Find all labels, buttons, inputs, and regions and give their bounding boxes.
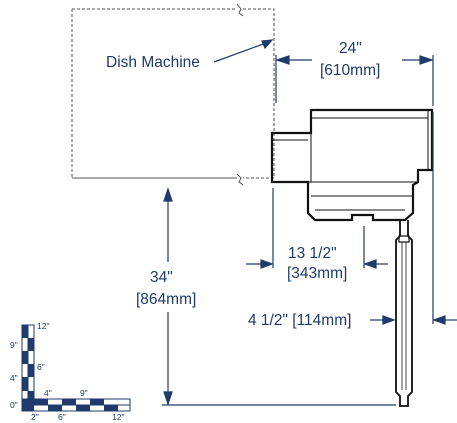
scale-legend: 12" 9" 6" 4" 0" 2" 4" 6" 9" 12"	[10, 321, 131, 422]
height-mm-label: [864mm]	[136, 291, 196, 308]
drain-pipe	[395, 220, 413, 407]
scale-h-12: 12"	[112, 412, 124, 422]
scale-v-9: 9"	[10, 340, 18, 350]
machine-label: Dish Machine	[106, 54, 200, 71]
scale-v-6: 6"	[37, 362, 45, 372]
height-inches-label: 34"	[150, 269, 173, 286]
vertical-scale-bar	[21, 324, 35, 406]
sink-table	[270, 108, 434, 222]
break-marks	[236, 3, 244, 186]
offset-mm-label: [343mm]	[287, 265, 347, 282]
width-mm-label: [610mm]	[320, 62, 380, 79]
width-inches-label: 24"	[339, 40, 362, 57]
scale-h-4: 4"	[44, 388, 52, 398]
scale-v-12: 12"	[37, 321, 49, 331]
dish-machine-outline	[71, 8, 275, 179]
horizontal-scale-bar	[21, 398, 131, 412]
offset-dimension	[246, 188, 388, 269]
scale-v-0: 0"	[10, 400, 18, 410]
scale-v-4: 4"	[10, 373, 18, 383]
offset-inches-label: 13 1/2"	[288, 245, 337, 262]
height-dimension	[162, 187, 396, 406]
scale-h-9: 9"	[80, 388, 88, 398]
drain-offset-label: 4 1/2" [114mm]	[248, 312, 351, 329]
scale-h-2: 2"	[31, 412, 39, 422]
drain-offset-dimension	[370, 112, 457, 325]
scale-h-6: 6"	[58, 412, 66, 422]
machine-leader	[213, 39, 274, 63]
width-dimension	[275, 55, 434, 106]
